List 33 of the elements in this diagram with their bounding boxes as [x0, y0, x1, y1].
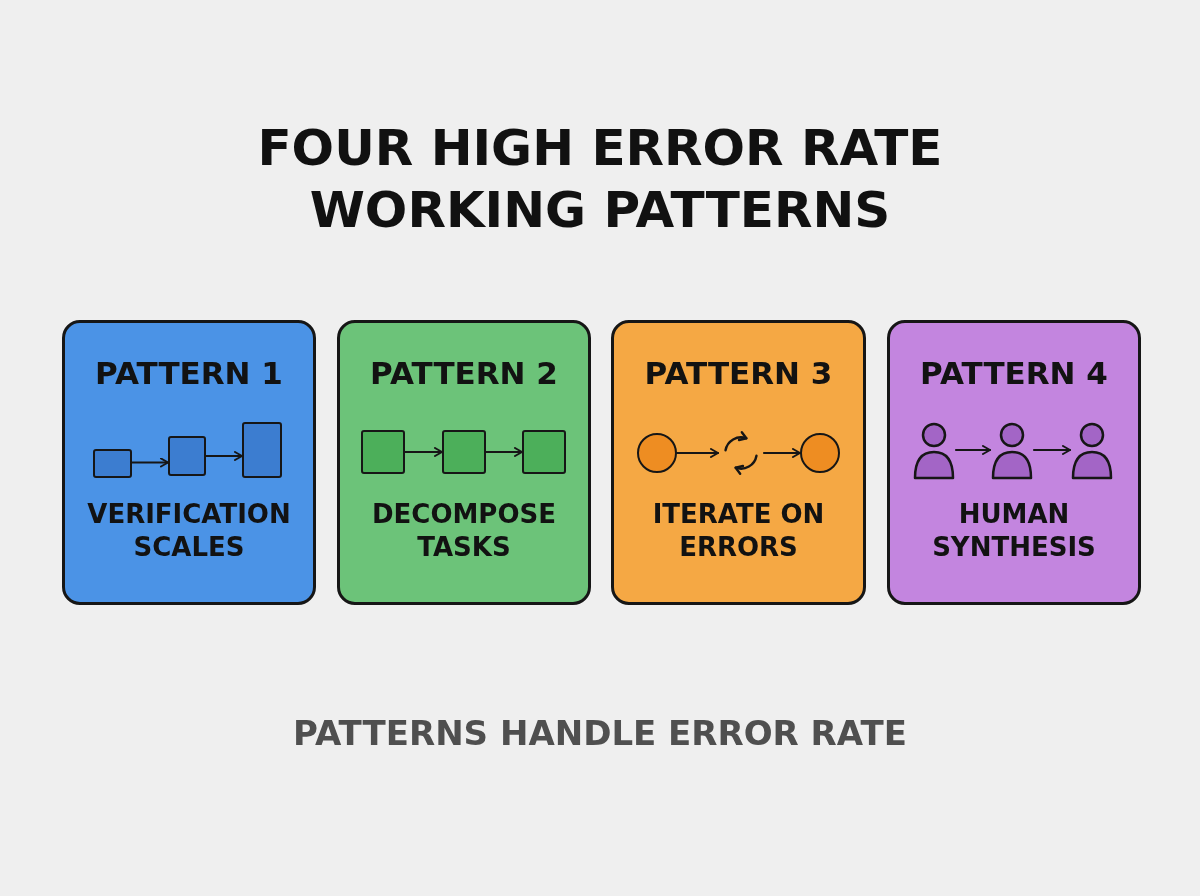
circle-symbol — [800, 433, 840, 473]
circle-symbol — [637, 433, 677, 473]
title: FOUR HIGH ERROR RATE WORKING PATTERNS — [256, 118, 944, 241]
person-symbol — [990, 420, 1034, 480]
square-symbol — [93, 449, 132, 478]
pattern-card — [887, 320, 1141, 605]
pattern-card — [337, 320, 591, 605]
arrow — [1032, 445, 1072, 455]
arrow — [403, 447, 444, 457]
card-title: PATTERN 2 — [370, 354, 558, 393]
arrow — [762, 448, 802, 458]
square-symbol — [442, 430, 486, 474]
arrow — [204, 451, 244, 461]
card-description: DECOMPOSE TASKS — [370, 498, 557, 564]
person-symbol — [912, 420, 956, 480]
pattern-card — [611, 320, 866, 605]
pattern-card — [62, 320, 316, 605]
square-symbol — [168, 436, 206, 476]
card-description: VERIFICATION SCALES — [86, 498, 292, 564]
card-title: PATTERN 1 — [95, 354, 283, 393]
person-symbol — [1070, 420, 1114, 480]
card-description: HUMAN SYNTHESIS — [931, 498, 1097, 564]
arrow — [675, 448, 720, 458]
caption: PATTERNS HANDLE ERROR RATE — [293, 713, 907, 753]
square-symbol — [522, 430, 566, 474]
card-description: ITERATE ON ERRORS — [651, 498, 826, 564]
square-symbol — [242, 422, 282, 478]
arrow — [130, 457, 170, 468]
card-title: PATTERN 3 — [644, 354, 833, 393]
arrow — [484, 447, 524, 457]
card-title: PATTERN 4 — [920, 354, 1108, 393]
square-symbol — [361, 430, 405, 474]
arrow — [954, 445, 992, 455]
